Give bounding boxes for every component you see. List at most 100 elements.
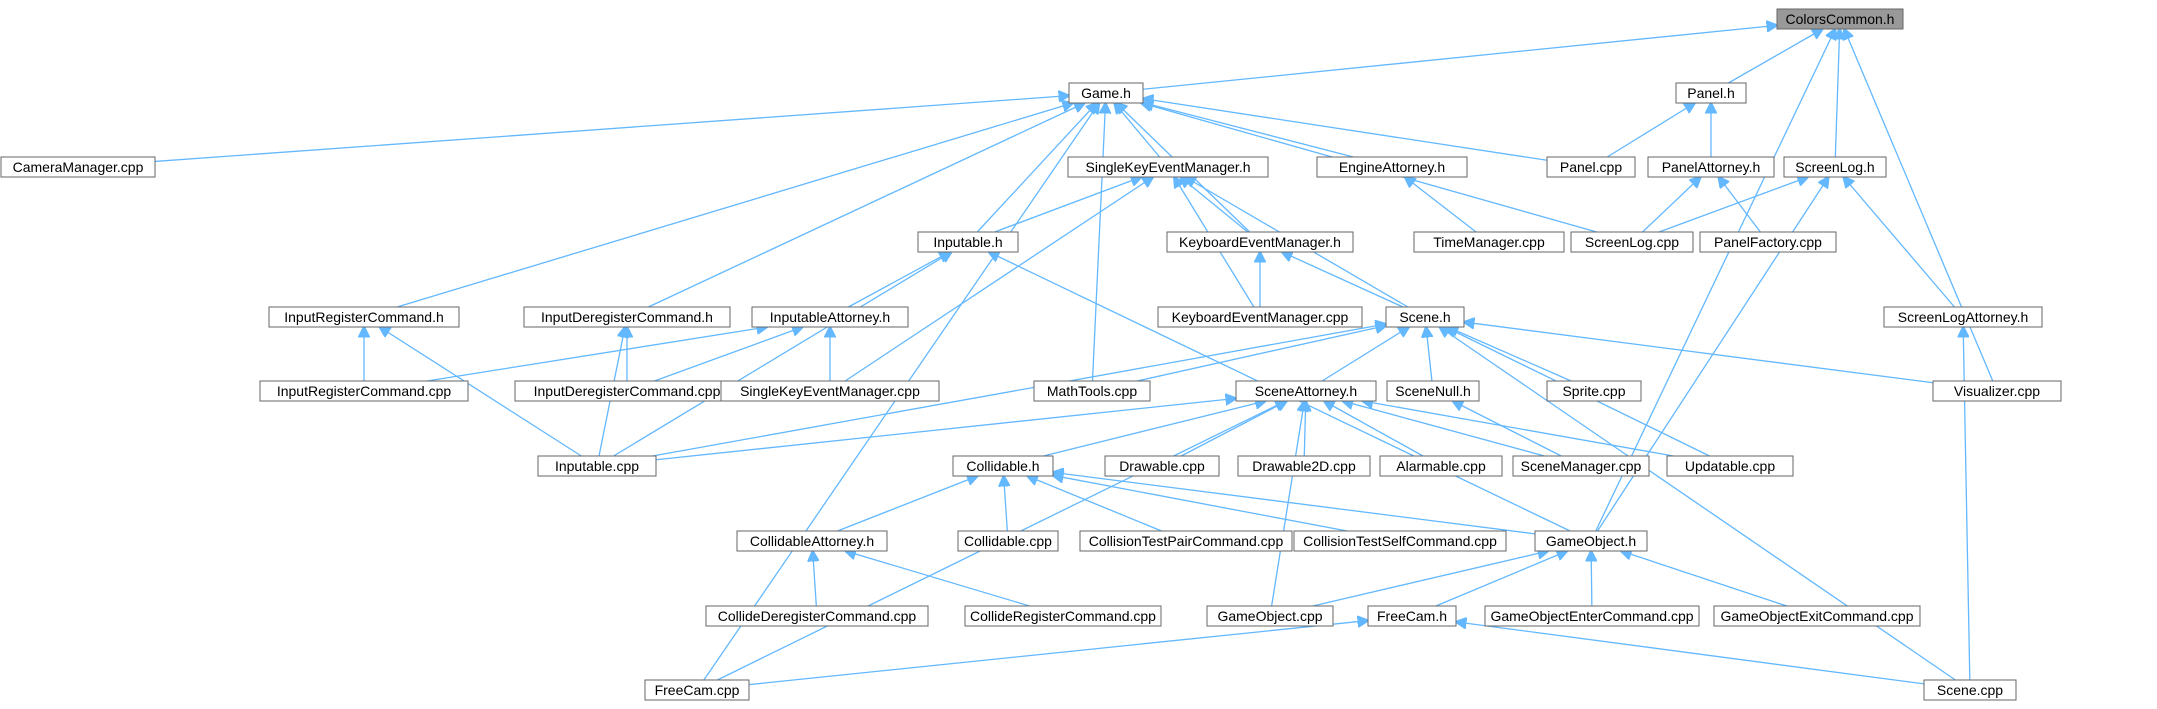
node-visualizer-cpp[interactable]: Visualizer.cpp <box>1932 380 2062 402</box>
node-inputable-attorney-h[interactable]: InputableAttorney.h <box>751 306 909 328</box>
node-label: Panel.cpp <box>1560 159 1622 175</box>
node-engine-attorney-h[interactable]: EngineAttorney.h <box>1316 156 1468 178</box>
edges-layer <box>154 25 1994 686</box>
node-label: PanelAttorney.h <box>1662 159 1761 175</box>
node-label: GameObject.cpp <box>1217 608 1322 624</box>
node-label: CameraManager.cpp <box>13 159 144 175</box>
node-box <box>1237 455 1371 477</box>
node-scene-cpp[interactable]: Scene.cpp <box>1923 679 2017 701</box>
node-keyboard-event-manager-h[interactable]: KeyboardEventManager.h <box>1166 231 1354 253</box>
node-scene-attorney-h[interactable]: SceneAttorney.h <box>1235 380 1377 402</box>
node-scene-manager-cpp[interactable]: SceneManager.cpp <box>1512 455 1650 477</box>
node-label: InputRegisterCommand.h <box>284 309 444 325</box>
node-panel-cpp[interactable]: Panel.cpp <box>1546 156 1636 178</box>
edge-screen_log_attorney_h-to-screen_log_h <box>1844 177 1955 308</box>
node-game-object-exit-command-cpp[interactable]: GameObjectExitCommand.cpp <box>1713 605 1921 627</box>
node-colors-common-h[interactable]: ColorsCommon.h <box>1776 8 1904 30</box>
node-box <box>259 380 469 402</box>
node-label: ColorsCommon.h <box>1786 11 1895 27</box>
node-box <box>1776 8 1904 30</box>
node-label: ScreenLogAttorney.h <box>1898 309 2029 325</box>
node-label: Scene.cpp <box>1937 682 2003 698</box>
node-label: InputDeregisterCommand.h <box>541 309 713 325</box>
node-panel-h[interactable]: Panel.h <box>1675 82 1747 104</box>
node-screen-log-attorney-h[interactable]: ScreenLogAttorney.h <box>1883 306 2043 328</box>
node-label: MathTools.cpp <box>1047 383 1137 399</box>
node-free-cam-h[interactable]: FreeCam.h <box>1367 605 1457 627</box>
node-scene-h[interactable]: Scene.h <box>1385 306 1465 328</box>
node-collision-test-pair-command-cpp[interactable]: CollisionTestPairCommand.cpp <box>1079 530 1293 552</box>
edge-input_deregister_command_h-to-game_h <box>648 103 1084 308</box>
node-label: KeyboardEventManager.h <box>1179 234 1341 250</box>
node-game-object-enter-command-cpp[interactable]: GameObjectEnterCommand.cpp <box>1484 605 1700 627</box>
node-input-deregister-command-cpp[interactable]: InputDeregisterCommand.cpp <box>514 380 740 402</box>
node-label: Collidable.h <box>966 458 1039 474</box>
node-label: Sprite.cpp <box>1562 383 1625 399</box>
edge-screen_log_cpp-to-panel_attorney_h <box>1642 177 1701 233</box>
node-alarmable-cpp[interactable]: Alarmable.cpp <box>1379 455 1503 477</box>
node-collidable-cpp[interactable]: Collidable.cpp <box>957 530 1059 552</box>
node-time-manager-cpp[interactable]: TimeManager.cpp <box>1413 231 1565 253</box>
node-inputable-cpp[interactable]: Inputable.cpp <box>537 455 657 477</box>
node-camera-manager-cpp[interactable]: CameraManager.cpp <box>0 156 156 178</box>
node-collidable-attorney-h[interactable]: CollidableAttorney.h <box>736 530 888 552</box>
node-label: KeyboardEventManager.cpp <box>1172 309 1349 325</box>
node-inputable-h[interactable]: Inputable.h <box>917 231 1019 253</box>
node-label: EngineAttorney.h <box>1339 159 1445 175</box>
edge-inputable_h-to-single_key_event_manager_h <box>994 177 1142 233</box>
node-label: Game.h <box>1081 85 1131 101</box>
node-label: SingleKeyEventManager.cpp <box>740 383 920 399</box>
edge-sprite_cpp-to-scene_h <box>1448 327 1572 382</box>
node-collide-register-command-cpp[interactable]: CollideRegisterCommand.cpp <box>964 605 1162 627</box>
node-label: CollidableAttorney.h <box>750 533 874 549</box>
node-label: SceneAttorney.h <box>1255 383 1357 399</box>
node-single-key-event-manager-cpp[interactable]: SingleKeyEventManager.cpp <box>720 380 940 402</box>
edge-alarmable_cpp-to-scene_attorney_h <box>1324 401 1424 457</box>
edge-input_deregister_command_cpp-to-inputable_attorney_h <box>654 327 802 382</box>
node-box <box>957 530 1059 552</box>
node-single-key-event-manager-h[interactable]: SingleKeyEventManager.h <box>1067 156 1269 178</box>
node-drawable-cpp[interactable]: Drawable.cpp <box>1104 455 1220 477</box>
node-screen-log-cpp[interactable]: ScreenLog.cpp <box>1570 231 1694 253</box>
node-box <box>1923 679 2017 701</box>
node-scene-null-h[interactable]: SceneNull.h <box>1386 380 1480 402</box>
node-screen-log-h[interactable]: ScreenLog.h <box>1783 156 1887 178</box>
node-game-object-cpp[interactable]: GameObject.cpp <box>1206 605 1334 627</box>
node-sprite-cpp[interactable]: Sprite.cpp <box>1546 380 1642 402</box>
node-game-h[interactable]: Game.h <box>1068 82 1144 104</box>
node-box <box>1512 455 1650 477</box>
edge-game_object_h-to-colors_common_h <box>1595 29 1835 532</box>
node-box <box>917 231 1019 253</box>
edge-panel_factory_cpp-to-panel_attorney_h <box>1719 177 1761 233</box>
node-box <box>736 530 888 552</box>
node-updatable-cpp[interactable]: Updatable.cpp <box>1666 455 1794 477</box>
node-drawable2d-cpp[interactable]: Drawable2D.cpp <box>1237 455 1371 477</box>
node-box <box>1546 156 1636 178</box>
edge-free_cam_h-to-game_object_h <box>1435 551 1567 607</box>
node-collide-deregister-command-cpp[interactable]: CollideDeregisterCommand.cpp <box>705 605 929 627</box>
node-label: CollisionTestPairCommand.cpp <box>1089 533 1284 549</box>
node-box <box>1647 156 1775 178</box>
node-label: SceneNull.h <box>1395 383 1471 399</box>
node-box <box>0 156 156 178</box>
node-collidable-h[interactable]: Collidable.h <box>952 455 1054 477</box>
node-box <box>952 455 1054 477</box>
node-panel-attorney-h[interactable]: PanelAttorney.h <box>1647 156 1775 178</box>
edge-inputable_cpp-to-scene_h <box>652 324 1386 457</box>
edge-updatable_cpp-to-scene_attorney_h <box>1363 401 1674 457</box>
node-label: Drawable.cpp <box>1119 458 1205 474</box>
node-free-cam-cpp[interactable]: FreeCam.cpp <box>644 679 750 701</box>
node-collision-test-self-command-cpp[interactable]: CollisionTestSelfCommand.cpp <box>1293 530 1507 552</box>
node-input-register-command-cpp[interactable]: InputRegisterCommand.cpp <box>259 380 469 402</box>
node-math-tools-cpp[interactable]: MathTools.cpp <box>1033 380 1151 402</box>
node-keyboard-event-manager-cpp[interactable]: KeyboardEventManager.cpp <box>1157 306 1363 328</box>
node-label: FreeCam.h <box>1377 608 1447 624</box>
node-game-object-h[interactable]: GameObject.h <box>1534 530 1648 552</box>
node-panel-factory-cpp[interactable]: PanelFactory.cpp <box>1699 231 1837 253</box>
node-box <box>1484 605 1700 627</box>
node-input-deregister-command-h[interactable]: InputDeregisterCommand.h <box>523 306 731 328</box>
edge-time_manager_cpp-to-engine_attorney_h <box>1405 177 1477 233</box>
node-box <box>268 306 460 328</box>
edge-collision_test_pair_command_cpp-to-collidable_h <box>1027 476 1162 532</box>
node-input-register-command-h[interactable]: InputRegisterCommand.h <box>268 306 460 328</box>
